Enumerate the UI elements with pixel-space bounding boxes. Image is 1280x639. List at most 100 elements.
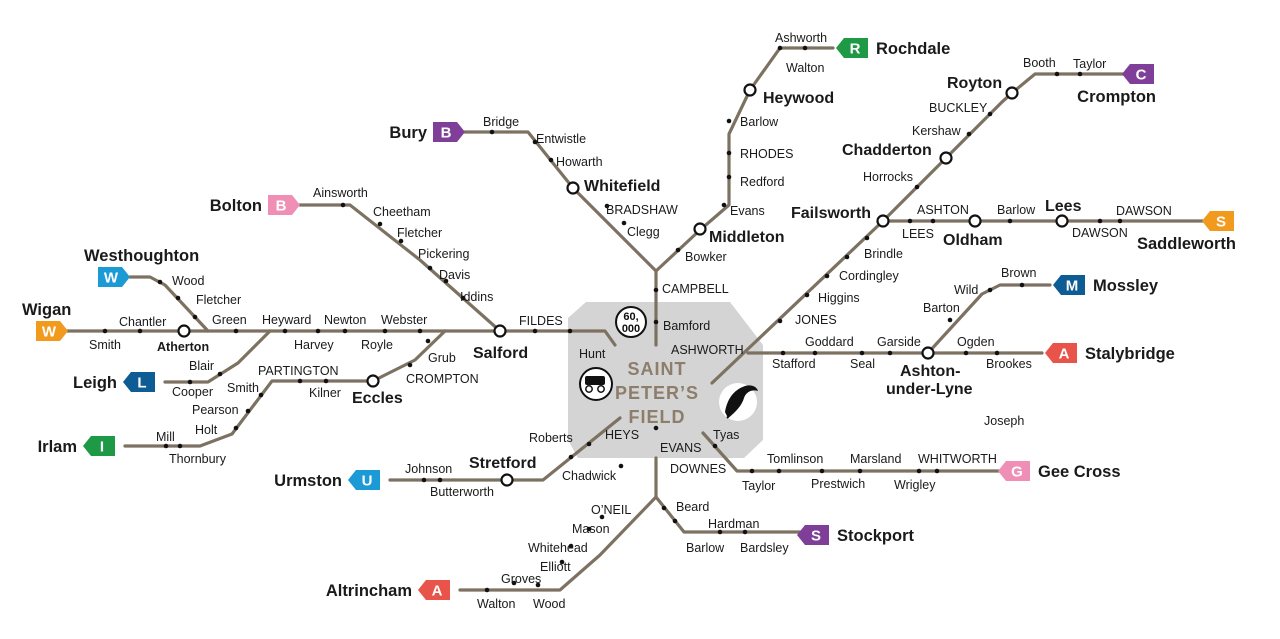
station-marsland[interactable]: Marsland [850, 452, 901, 466]
interchange-ashton-2[interactable]: under-Lyne [886, 381, 973, 398]
station-ashworth-n[interactable]: Ashworth [775, 31, 827, 45]
station-fletcher-w[interactable]: Fletcher [196, 293, 241, 307]
station-ashton[interactable]: ASHTON [917, 203, 969, 217]
station-butterworth[interactable]: Butterworth [430, 485, 494, 499]
station-campbell[interactable]: CAMPBELL [662, 282, 729, 296]
station-elliott[interactable]: Elliott [540, 560, 571, 574]
station-oneil[interactable]: O’NEIL [591, 503, 631, 517]
station-crompton-w[interactable]: CROMPTON [406, 372, 479, 386]
station-bowker[interactable]: Bowker [685, 250, 727, 264]
station-taylor-se[interactable]: Taylor [742, 479, 775, 493]
station-barlow-e[interactable]: Barlow [997, 203, 1036, 217]
station-chadwick[interactable]: Chadwick [562, 469, 617, 483]
station-clegg[interactable]: Clegg [627, 225, 660, 239]
interchange-lees[interactable]: Lees [1045, 198, 1082, 215]
station-joseph[interactable]: Joseph [984, 414, 1024, 428]
station-mill[interactable]: Mill [156, 430, 175, 444]
station-royle[interactable]: Royle [361, 338, 393, 352]
station-bradshaw[interactable]: BRADSHAW [606, 203, 678, 217]
station-entwistle[interactable]: Entwistle [536, 132, 586, 146]
interchange-salford[interactable]: Salford [473, 345, 528, 362]
station-brindle[interactable]: Brindle [864, 247, 903, 261]
station-downes[interactable]: DOWNES [670, 462, 726, 476]
station-walton-s[interactable]: Walton [477, 597, 515, 611]
station-dawson-a[interactable]: DAWSON [1116, 204, 1172, 218]
station-higgins[interactable]: Higgins [818, 291, 860, 305]
interchange-ring-eccles[interactable] [366, 374, 380, 388]
station-brown[interactable]: Brown [1001, 266, 1036, 280]
interchange-ring-ashton[interactable] [921, 346, 935, 360]
station-ashworth-c[interactable]: ASHWORTH [671, 343, 744, 357]
station-ogden[interactable]: Ogden [957, 335, 995, 349]
station-jones[interactable]: JONES [795, 313, 837, 327]
station-groves[interactable]: Groves [501, 572, 541, 586]
station-heys[interactable]: HEYS [605, 428, 639, 442]
station-evans-s[interactable]: EVANS [660, 441, 701, 455]
interchange-whitefield[interactable]: Whitefield [584, 178, 660, 195]
station-cheetham[interactable]: Cheetham [373, 205, 431, 219]
station-blair[interactable]: Blair [189, 359, 214, 373]
station-hardman[interactable]: Hardman [708, 517, 759, 531]
station-wood-w[interactable]: Wood [172, 274, 204, 288]
station-johnson[interactable]: Johnson [405, 462, 452, 476]
station-cordingley[interactable]: Cordingley [839, 269, 900, 283]
station-booth[interactable]: Booth [1023, 56, 1056, 70]
station-whitworth[interactable]: WHITWORTH [918, 452, 997, 466]
station-taylor-ne[interactable]: Taylor [1073, 57, 1106, 71]
station-heyward[interactable]: Heyward [262, 313, 311, 327]
station-holt[interactable]: Holt [195, 423, 218, 437]
interchange-stretford[interactable]: Stretford [469, 455, 537, 472]
interchange-atherton[interactable]: Atherton [157, 340, 209, 354]
interchange-ashton-1[interactable]: Ashton- [900, 363, 960, 380]
station-pearson[interactable]: Pearson [192, 403, 239, 417]
station-smith-wg[interactable]: Smith [89, 338, 121, 352]
interchange-eccles[interactable]: Eccles [352, 390, 403, 407]
interchange-chadderton[interactable]: Chadderton [842, 142, 932, 159]
station-beard[interactable]: Beard [676, 500, 709, 514]
station-lees-s[interactable]: LEES [902, 227, 934, 241]
interchange-ring-failsworth[interactable] [876, 214, 890, 228]
station-bardsley[interactable]: Bardsley [740, 541, 789, 555]
station-tyas[interactable]: Tyas [713, 428, 739, 442]
station-stafford[interactable]: Stafford [772, 357, 816, 371]
interchange-ring-lees[interactable] [1055, 214, 1069, 228]
station-buckley[interactable]: BUCKLEY [929, 101, 988, 115]
station-partington[interactable]: PARTINGTON [258, 364, 339, 378]
station-prestwich[interactable]: Prestwich [811, 477, 865, 491]
station-kershaw[interactable]: Kershaw [912, 124, 962, 138]
station-hunt[interactable]: Hunt [579, 347, 606, 361]
station-barlow-s[interactable]: Barlow [686, 541, 725, 555]
station-rhodes[interactable]: RHODES [740, 147, 793, 161]
station-tomlinson[interactable]: Tomlinson [767, 452, 823, 466]
station-garside[interactable]: Garside [877, 335, 921, 349]
station-barlow-n[interactable]: Barlow [740, 115, 779, 129]
station-chantler[interactable]: Chantler [119, 315, 166, 329]
station-kilner[interactable]: Kilner [309, 386, 341, 400]
station-wrigley[interactable]: Wrigley [894, 478, 936, 492]
station-bamford[interactable]: Bamford [663, 319, 710, 333]
interchange-ring-royton[interactable] [1005, 86, 1019, 100]
station-roberts[interactable]: Roberts [529, 431, 573, 445]
station-howarth[interactable]: Howarth [556, 155, 603, 169]
station-goddard[interactable]: Goddard [805, 335, 854, 349]
station-fletcher-n[interactable]: Fletcher [397, 226, 442, 240]
interchange-heywood[interactable]: Heywood [763, 90, 834, 107]
station-smith-w[interactable]: Smith [227, 381, 259, 395]
interchange-ring-chadderton[interactable] [939, 151, 953, 165]
station-whitehead[interactable]: Whitehead [528, 541, 588, 555]
interchange-ring-middleton[interactable] [693, 222, 707, 236]
station-wood-s[interactable]: Wood [533, 597, 565, 611]
station-redford[interactable]: Redford [740, 175, 785, 189]
station-cooper[interactable]: Cooper [172, 385, 213, 399]
station-davis[interactable]: Davis [439, 268, 470, 282]
station-brookes[interactable]: Brookes [986, 357, 1032, 371]
station-pickering[interactable]: Pickering [418, 247, 469, 261]
